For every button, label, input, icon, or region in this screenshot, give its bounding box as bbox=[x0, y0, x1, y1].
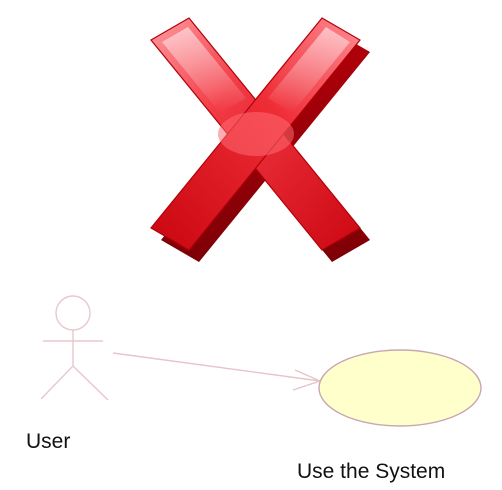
actor-stick-figure bbox=[40, 295, 109, 401]
use-case-label: Use the System bbox=[297, 460, 446, 483]
red-x-icon bbox=[150, 17, 370, 262]
use-case-ellipse bbox=[318, 349, 482, 427]
actor-label: User bbox=[26, 430, 71, 453]
association-arrow bbox=[112, 352, 322, 391]
